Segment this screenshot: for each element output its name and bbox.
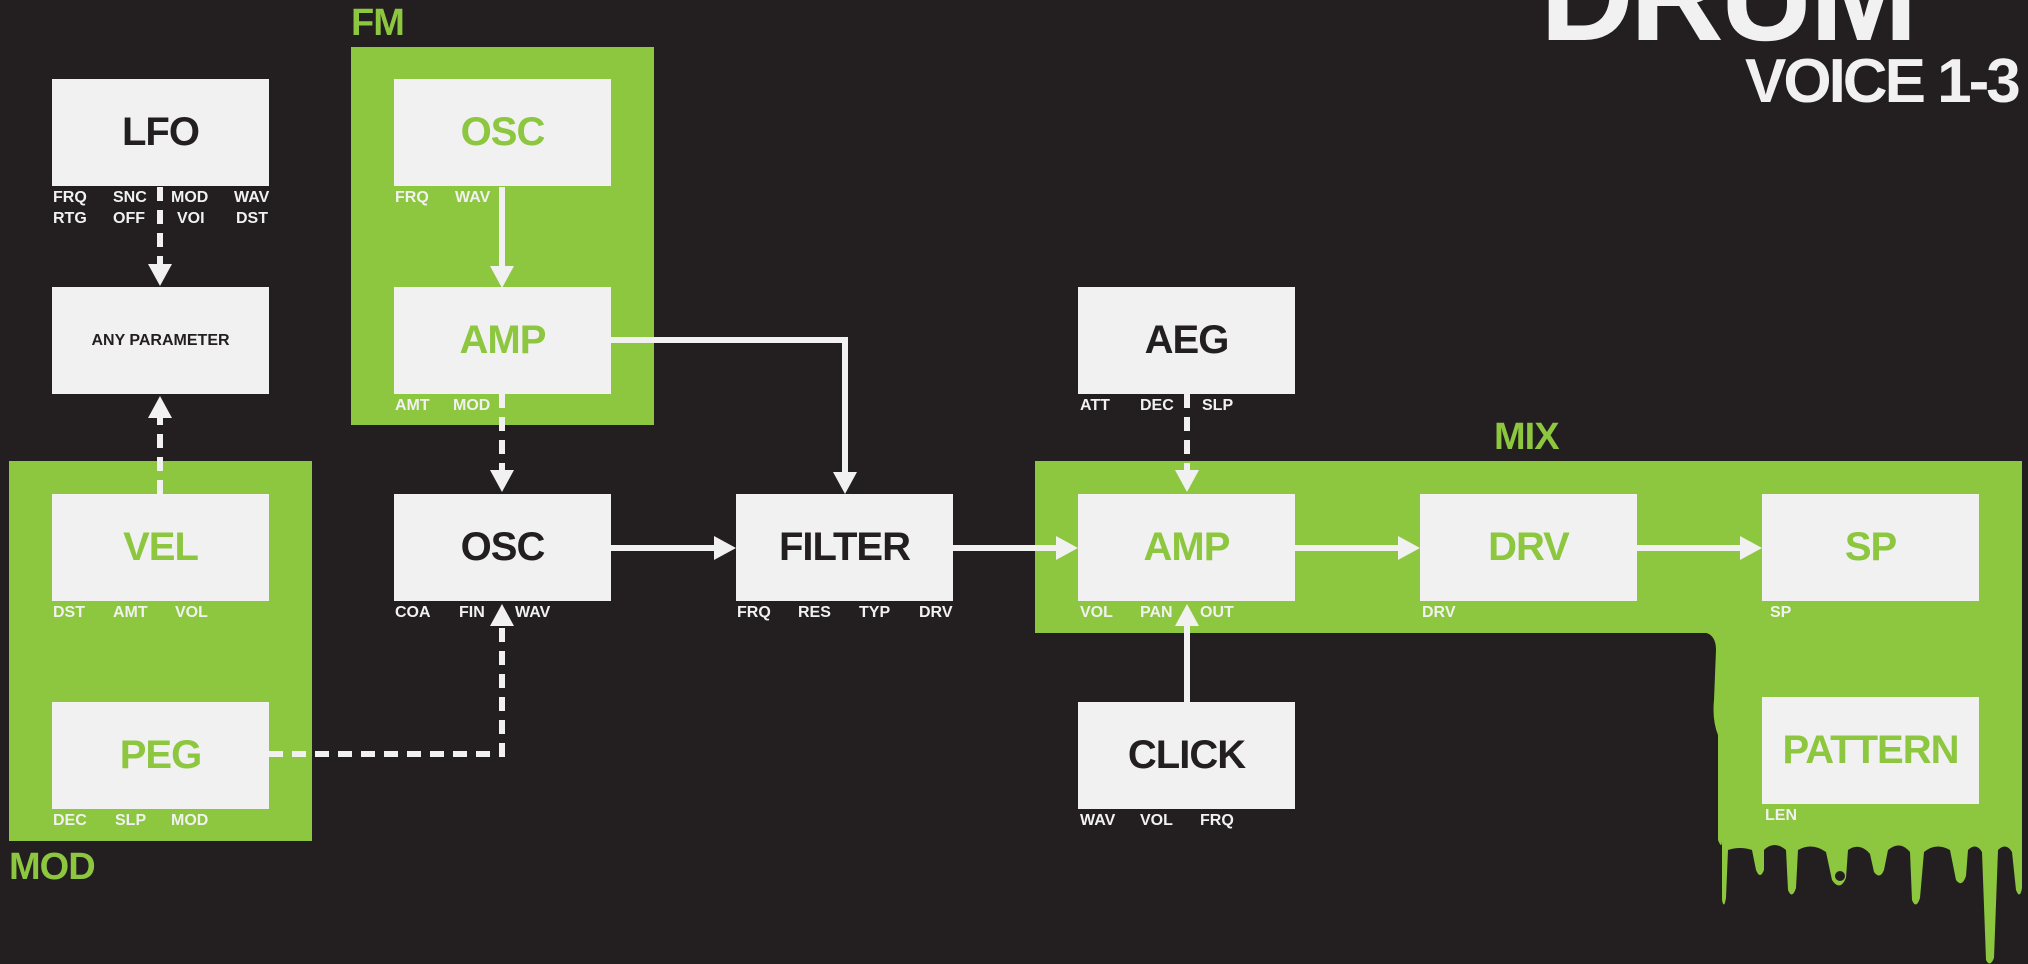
param-label: SLP: [1202, 397, 1234, 414]
amp-box: AMP: [1078, 494, 1295, 601]
vel-box: VEL: [52, 494, 269, 601]
arrowhead: [490, 604, 514, 626]
lfo-box: LFO: [52, 79, 269, 186]
param-label: DRV: [1422, 604, 1456, 621]
param-label: FRQ: [1200, 812, 1234, 829]
osc-box: OSC: [394, 494, 611, 601]
param-label: RTG: [53, 210, 87, 227]
param-label: MOD: [171, 812, 209, 829]
arrowhead: [148, 396, 172, 418]
any-parameter-box: ANY PARAMETER: [52, 287, 269, 394]
pattern-box: PATTERN: [1762, 697, 1979, 804]
drv-box: DRV: [1420, 494, 1637, 601]
arrowhead: [490, 266, 514, 288]
param-label: DST: [53, 604, 85, 621]
param-label: WAV: [515, 604, 551, 621]
peg-to-osc-connector: [269, 626, 505, 757]
param-label: AMT: [395, 397, 430, 414]
fm-osc-box: OSC: [394, 79, 611, 186]
mod-group-label: MOD: [9, 846, 96, 888]
arrowhead: [1398, 536, 1420, 560]
param-label: VOL: [1140, 812, 1173, 829]
param-label: VOL: [175, 604, 208, 621]
fm-amp-box: AMP: [394, 287, 611, 394]
click-box: CLICK: [1078, 702, 1295, 809]
sp-box: SP: [1762, 494, 1979, 601]
param-label: DRV: [919, 604, 953, 621]
arrowhead: [833, 472, 857, 494]
param-label: WAV: [234, 189, 270, 206]
arrowhead: [714, 536, 736, 560]
fm-group-label: FM: [351, 2, 405, 44]
param-label: SNC: [113, 189, 147, 206]
param-label: OUT: [1200, 604, 1234, 621]
aeg-box: AEG: [1078, 287, 1295, 394]
arrowhead: [1056, 536, 1078, 560]
param-label: DST: [236, 210, 268, 227]
param-label: ATT: [1080, 397, 1110, 414]
page-subtitle: VOICE 1-3: [1745, 47, 2021, 116]
arrowhead: [1175, 470, 1199, 492]
param-label: FRQ: [53, 189, 87, 206]
param-label: RES: [798, 604, 831, 621]
fmamp-to-filter-connector: [611, 337, 848, 478]
param-label: DEC: [53, 812, 87, 829]
param-label: SLP: [115, 812, 147, 829]
arrowhead: [1175, 604, 1199, 626]
param-label: FRQ: [395, 189, 429, 206]
param-label: SP: [1770, 604, 1792, 621]
param-label: DEC: [1140, 397, 1174, 414]
param-label: MOD: [171, 189, 209, 206]
mix-group-label: MIX: [1494, 416, 1560, 458]
peg-box: PEG: [52, 702, 269, 809]
param-label: WAV: [455, 189, 491, 206]
param-label: VOI: [177, 210, 205, 227]
param-label: OFF: [113, 210, 145, 227]
param-label: PAN: [1140, 604, 1173, 621]
param-label: COA: [395, 604, 431, 621]
page-title: DRUM: [1540, 0, 1918, 70]
param-label: LEN: [1765, 807, 1797, 824]
param-label: WAV: [1080, 812, 1116, 829]
param-label: MOD: [453, 397, 491, 414]
param-label: FIN: [459, 604, 485, 621]
param-label: AMT: [113, 604, 148, 621]
filter-box: FILTER: [736, 494, 953, 601]
param-label: VOL: [1080, 604, 1113, 621]
param-label: FRQ: [737, 604, 771, 621]
arrowhead: [148, 264, 172, 286]
arrowhead: [1740, 536, 1762, 560]
arrowhead: [490, 470, 514, 492]
param-label: TYP: [859, 604, 891, 621]
